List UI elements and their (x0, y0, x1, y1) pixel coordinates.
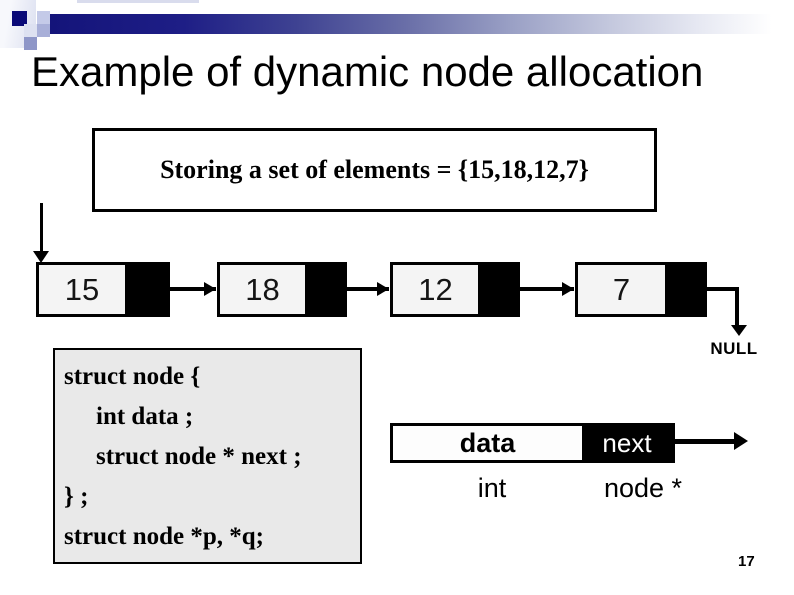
code-line: struct node { (64, 363, 201, 390)
code-line: int data ; (96, 403, 194, 430)
node-field-diagram: data next (390, 423, 675, 463)
set-definition-text: Storing a set of elements = {15,18,12,7} (160, 155, 589, 184)
page-number: 17 (738, 553, 755, 570)
node-data-cell: 7 (578, 265, 665, 314)
null-label: NULL (710, 339, 758, 358)
node-data-cell: 18 (220, 265, 305, 314)
null-pointer-arrow (707, 287, 739, 327)
null-arrowhead-icon (731, 325, 747, 336)
code-line: } ; (64, 483, 89, 510)
next-type-label: node * (603, 473, 683, 503)
node-next-cell (478, 265, 517, 314)
next-field-cell: next (582, 426, 672, 460)
head-pointer-arrowhead-icon (33, 251, 49, 263)
node-next-cell (125, 265, 167, 314)
set-definition-box: Storing a set of elements = {15,18,12,7} (92, 128, 657, 212)
code-line: struct node * next ; (96, 443, 302, 470)
header-top-line (77, 0, 199, 3)
struct-code-box: struct node { int data ; struct node * n… (53, 348, 362, 564)
head-pointer-arrow (40, 203, 43, 253)
data-type-label: int (477, 473, 507, 503)
link-arrow-2 (347, 282, 389, 296)
deco-square-periwinkle (24, 37, 37, 50)
header-gradient-bar (50, 14, 794, 34)
list-node-12: 12 (390, 262, 520, 317)
list-node-15: 15 (36, 262, 170, 317)
link-arrow-1 (170, 282, 216, 296)
node-data-cell: 15 (39, 265, 125, 314)
list-node-18: 18 (217, 262, 347, 317)
node-next-cell (305, 265, 344, 314)
next-field-arrow (675, 432, 748, 450)
list-node-7: 7 (575, 262, 707, 317)
deco-square-medium (37, 24, 50, 37)
slide-title: Example of dynamic node allocation (31, 48, 704, 95)
code-line: struct node *p, *q; (64, 523, 265, 550)
node-next-cell (665, 265, 704, 314)
node-data-cell: 12 (393, 265, 478, 314)
deco-square-pale-2 (24, 24, 37, 37)
deco-square-navy (12, 11, 27, 26)
data-field-cell: data (393, 426, 582, 460)
link-arrow-3 (520, 282, 574, 296)
deco-square-pale-1 (37, 11, 50, 24)
